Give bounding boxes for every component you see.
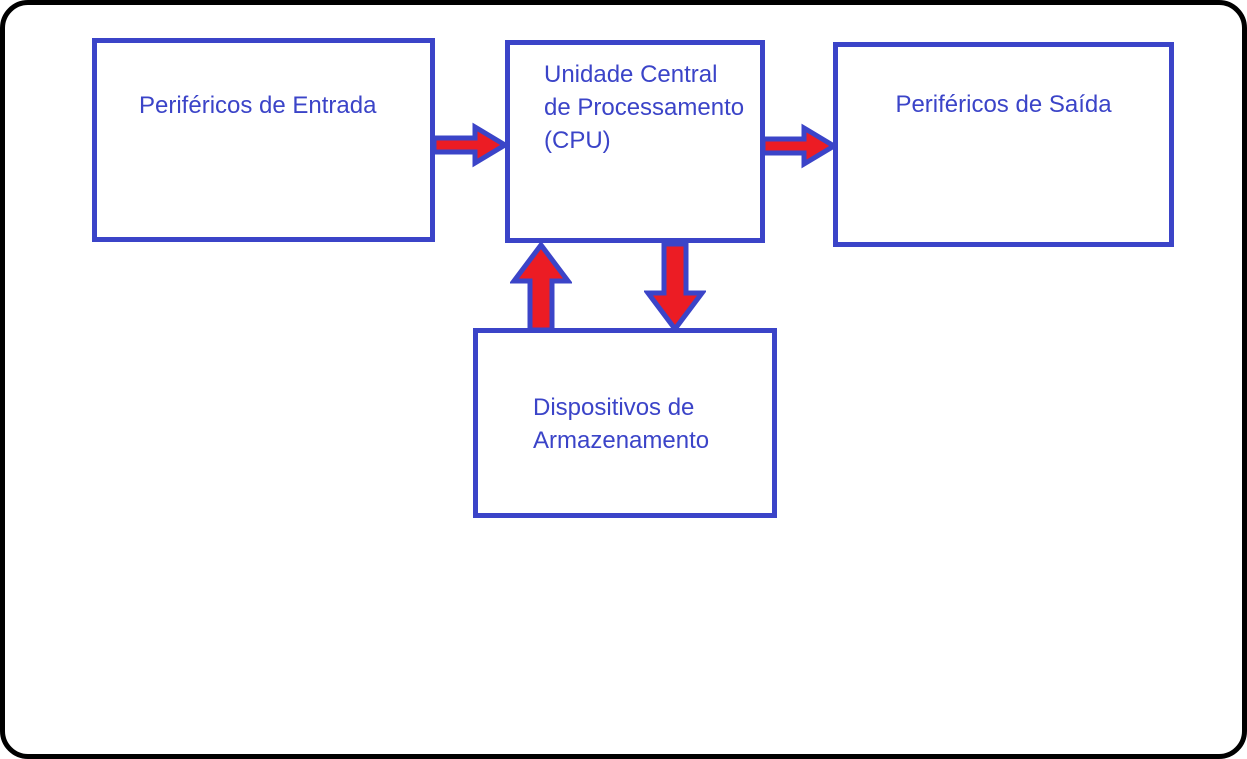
node-label-perifericos-de-saida: Periféricos de Saída (895, 91, 1112, 118)
node-dispositivos-de-armazenamento: Dispositivos de Armazenamento (473, 328, 777, 518)
node-perifericos-de-saida: Periféricos de Saída (833, 42, 1174, 247)
node-label-dispositivos-de-armazenamento: Dispositivos de Armazenamento (533, 394, 710, 454)
node-perifericos-de-entrada: Periféricos de Entrada (92, 38, 435, 242)
arrow-up-icon-storage-to-cpu (510, 241, 572, 333)
arrow-right-icon-input-to-cpu (431, 122, 509, 168)
node-cpu: Unidade Central de Processamento (CPU) (505, 40, 765, 243)
node-label-perifericos-de-entrada: Periféricos de Entrada (139, 92, 377, 119)
arrow-down-icon-cpu-to-storage (644, 241, 706, 333)
node-label-cpu: Unidade Central de Processamento (CPU) (544, 61, 745, 154)
arrow-right-icon-cpu-to-output (760, 123, 838, 169)
